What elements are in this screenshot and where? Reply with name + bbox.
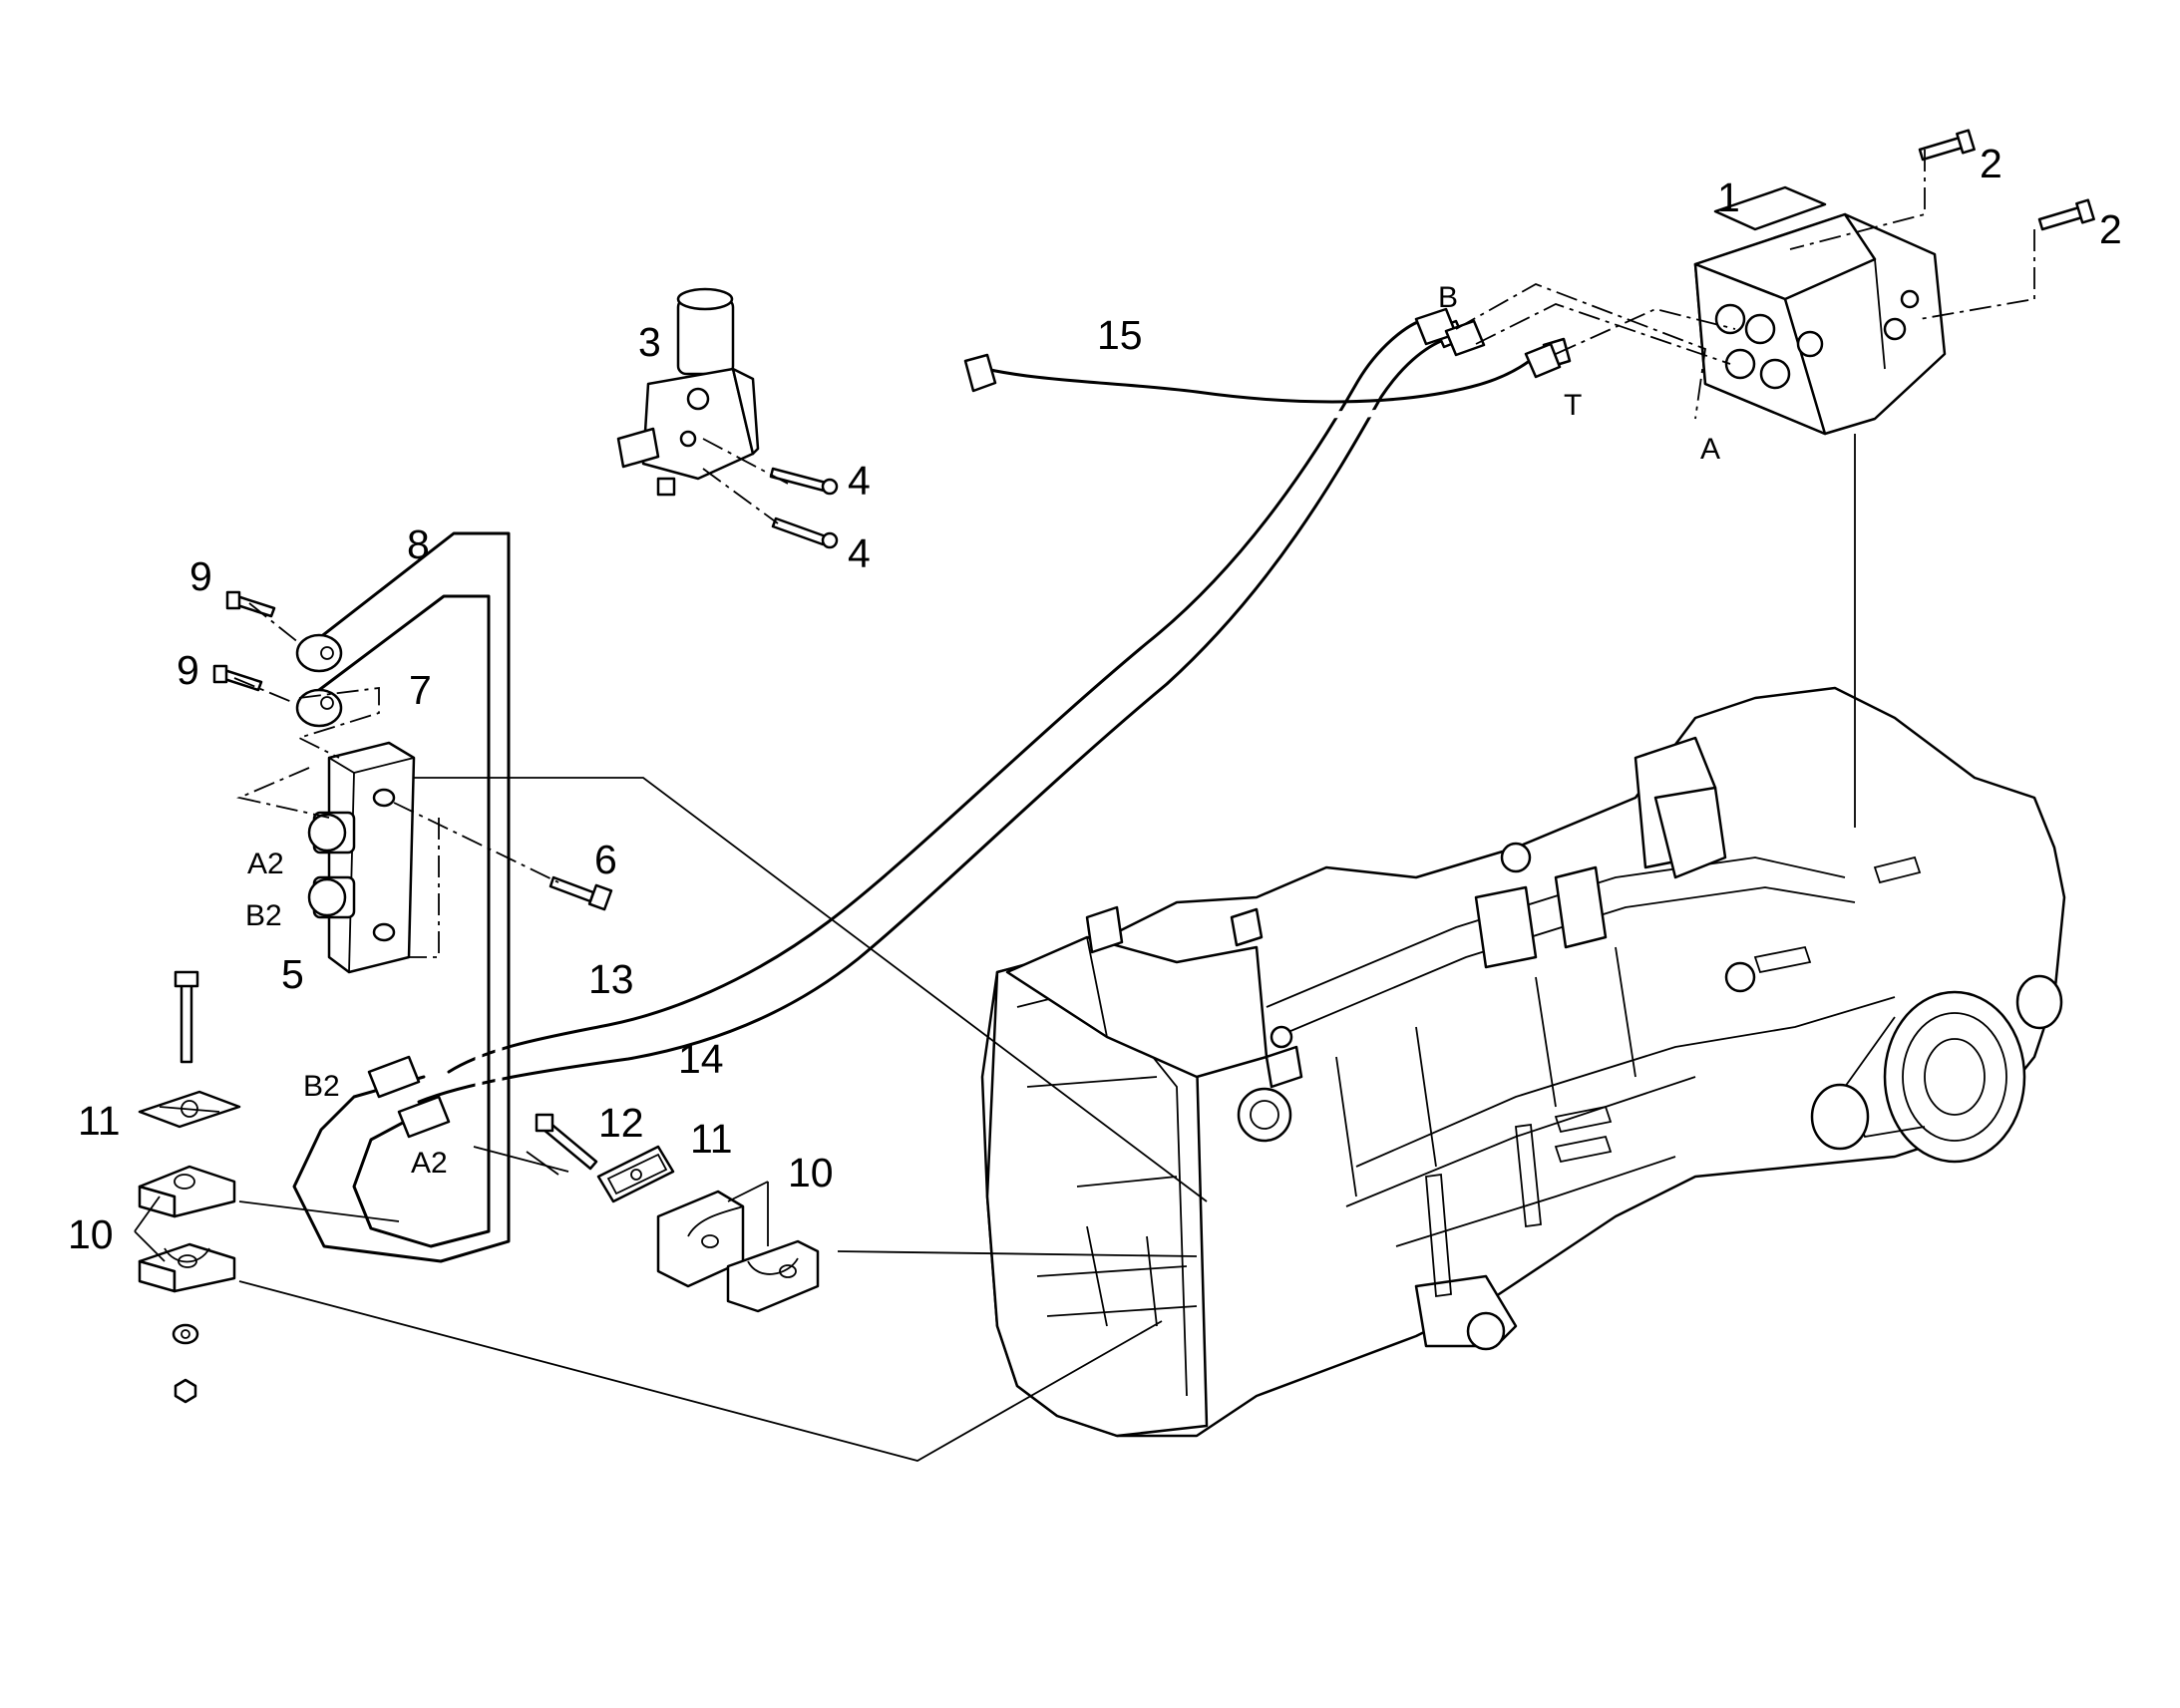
callout-10-left: 10 xyxy=(68,1211,114,1257)
callout-14: 14 xyxy=(678,1036,724,1082)
callout-2-top: 2 xyxy=(1980,141,2002,186)
hose-15 xyxy=(963,337,1572,419)
leader-lines xyxy=(134,434,1856,1462)
hoses-13-14 xyxy=(417,317,1466,1116)
bolt-2-right xyxy=(2037,198,2095,231)
control-valve-1 xyxy=(1693,185,1947,436)
bolt-6 xyxy=(548,875,613,911)
port-label-a2-manifold: A2 xyxy=(247,848,284,880)
clamp-set-center xyxy=(535,1113,820,1313)
callout-4-a: 4 xyxy=(848,458,871,504)
callout-5: 5 xyxy=(281,951,304,997)
bolt-4-a xyxy=(769,467,839,496)
port-label-b-top: B xyxy=(1438,281,1458,314)
manifold-block-5 xyxy=(307,741,416,974)
callout-labels: 1 2 2 3 4 4 5 6 7 8 9 9 10 10 11 11 12 1… xyxy=(68,141,2122,1257)
port-labels: B T A A2 B2 B2 A2 xyxy=(245,281,1720,1180)
bolt-4-b xyxy=(771,516,839,549)
callout-11-left: 11 xyxy=(78,1098,121,1144)
callout-9-a: 9 xyxy=(189,553,212,599)
callout-8: 8 xyxy=(407,521,430,567)
callout-15: 15 xyxy=(1097,312,1143,358)
callout-2-right: 2 xyxy=(2099,206,2122,252)
solenoid-valve-3 xyxy=(616,287,760,497)
callout-3: 3 xyxy=(638,319,661,365)
tractor-frame xyxy=(980,686,2066,1438)
port-label-a-top: A xyxy=(1700,433,1720,466)
port-label-b2-manifold: B2 xyxy=(245,899,282,932)
callout-6: 6 xyxy=(594,837,617,882)
port-label-a2-pipe: A2 xyxy=(411,1147,448,1180)
callout-12: 12 xyxy=(598,1100,644,1146)
callout-9-b: 9 xyxy=(177,647,199,693)
callout-1: 1 xyxy=(1717,174,1740,220)
callout-13: 13 xyxy=(588,956,634,1002)
clamp-stack-left xyxy=(138,970,241,1404)
callout-4-b: 4 xyxy=(848,530,871,576)
alignment-lines xyxy=(233,150,2035,958)
bolt-2-top xyxy=(1918,129,1976,162)
callout-10-center: 10 xyxy=(788,1150,834,1196)
callout-7: 7 xyxy=(409,667,432,713)
callout-11-center: 11 xyxy=(690,1116,733,1162)
hose-fittings-valve xyxy=(1414,307,1562,379)
pipe-assembly-8 xyxy=(292,531,511,1263)
port-label-t-top: T xyxy=(1564,389,1582,422)
flange-7 xyxy=(295,633,343,728)
port-label-b2-pipe: B2 xyxy=(303,1070,340,1103)
